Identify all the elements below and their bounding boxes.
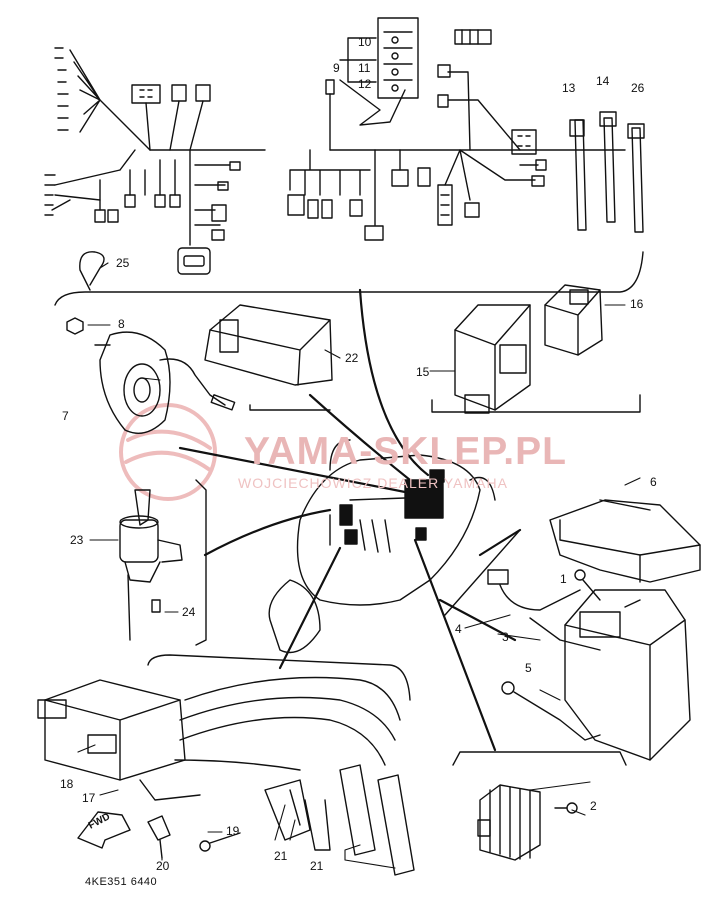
battery (564, 589, 691, 761)
part-label-23: 23 (70, 533, 84, 547)
part-label-17: 17 (82, 791, 96, 805)
part-label-16: 16 (630, 297, 644, 311)
part-label-13: 13 (562, 81, 576, 95)
part-label-7: 7 (62, 409, 69, 423)
clamp (147, 815, 171, 859)
battery-cover (549, 499, 701, 583)
part-label-26: 26 (631, 81, 645, 95)
watermark-subtitle: WOJCIECHOWICZ DEALER YAMAHA (238, 475, 508, 491)
part-label-20: 20 (156, 859, 170, 873)
part-label-19: 19 (226, 824, 240, 838)
group-brace-switch (195, 479, 207, 646)
group-brace-relays (431, 394, 641, 413)
bolt (199, 832, 241, 852)
part-label-15: 15 (416, 365, 430, 379)
flasher-relay (544, 284, 603, 356)
watermark-title: YAMA-SKLEP.PL (244, 430, 567, 473)
rectifier (477, 784, 578, 861)
part-label-24: 24 (182, 605, 196, 619)
part-label-14: 14 (596, 74, 610, 88)
part-label-6: 6 (650, 475, 657, 489)
cdi-unit (204, 304, 333, 386)
label-leaders (77, 262, 641, 869)
part-label-2: 2 (590, 799, 597, 813)
cable-ties (569, 111, 645, 233)
part-label-12: 12 (358, 77, 372, 91)
part-label-10: 10 (358, 35, 372, 49)
ignition-coils (37, 676, 415, 876)
part-label-25: 25 (116, 256, 130, 270)
group-brace-middle (249, 404, 331, 411)
part-label-18: 18 (60, 777, 74, 791)
wire-clip (79, 251, 105, 291)
part-label-1: 1 (560, 572, 567, 586)
part-label-22: 22 (345, 351, 359, 365)
group-brace-rectifier (452, 751, 627, 766)
horn (66, 317, 236, 434)
part-label-21b: 21 (310, 859, 324, 873)
relay (454, 304, 531, 414)
part-label-9: 9 (333, 61, 340, 75)
diagram-code: 4KE351 6440 (85, 876, 158, 888)
part-label-4: 4 (455, 622, 462, 636)
part-label-5: 5 (525, 661, 532, 675)
ignition-switch (119, 489, 183, 641)
part-label-3: 3 (502, 630, 509, 644)
group-brace-battery (444, 529, 521, 616)
forward-arrow (77, 811, 131, 849)
group-brace-top (54, 251, 644, 306)
motorcycle-silhouette (268, 439, 496, 654)
battery-cables (487, 569, 601, 741)
part-label-21a: 21 (274, 849, 288, 863)
part-label-8: 8 (118, 317, 125, 331)
leader-lines (178, 288, 522, 752)
part-label-11: 11 (358, 61, 371, 75)
wire-harness (44, 17, 626, 275)
group-brace-coils (147, 654, 411, 701)
